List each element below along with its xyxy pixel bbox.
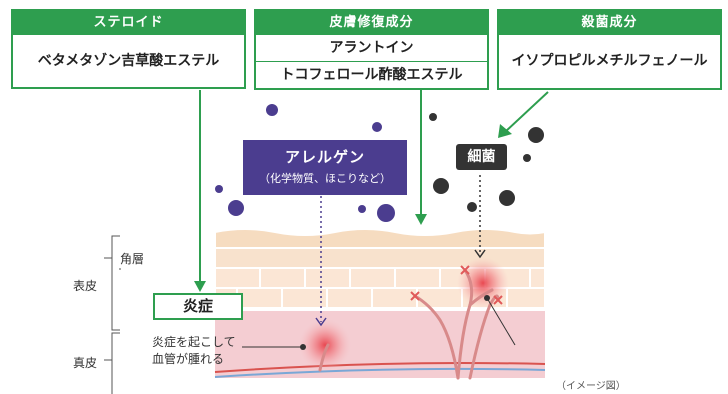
allergen-subtitle: （化学物質、ほこりなど） [259,172,391,185]
capillary-branches [318,268,500,380]
antibacterial-box: 殺菌成分 イソプロピルメチルフェノール [497,9,722,90]
steroid-header: ステロイド [13,11,244,35]
inflammation-label: 炎症 [153,293,243,320]
blood-vessel-bottom [214,362,546,373]
skin-repair-item-1: アラントイン [329,40,414,56]
inflammation-glow-right [457,257,509,309]
layer-stratum-corneum: 角層 [120,252,145,266]
steroid-item: ベタメタゾン吉草酸エステル [37,53,220,69]
stratum-corneum [214,228,546,269]
image-note: （イメージ図） [556,381,626,392]
antibacterial-header: 殺菌成分 [499,11,720,35]
allergen-box: アレルゲン （化学物質、ほこりなど） [243,140,407,195]
layer-dermis: 真皮 [73,356,98,370]
dermis-layer [215,300,545,378]
inflammation-desc-1: 炎症を起こして [152,335,236,349]
cross-marks [410,265,503,305]
green-arrows [194,90,549,292]
allergen-particles [215,104,395,222]
inflammation-desc-2: 血管が腫れる [152,352,225,366]
allergen-title: アレルゲン [284,148,365,166]
layer-brackets [104,235,121,394]
bacteria-particles [429,113,544,212]
skin-repair-item-2: トコフェロール酢酸エステル [256,61,487,89]
bacteria-label: 細菌 [456,144,507,170]
steroid-box: ステロイド ベタメタゾン吉草酸エステル [11,9,246,89]
dotted-arrows [320,175,481,322]
skin-repair-header: 皮膚修復成分 [256,11,487,35]
inflammation-glow-left [299,319,351,371]
skin-repair-box: 皮膚修復成分 アラントイン トコフェロール酢酸エステル [254,9,489,90]
layer-epidermis: 表皮 [73,279,98,293]
antibacterial-item: イソプロピルメチルフェノール [511,53,708,69]
